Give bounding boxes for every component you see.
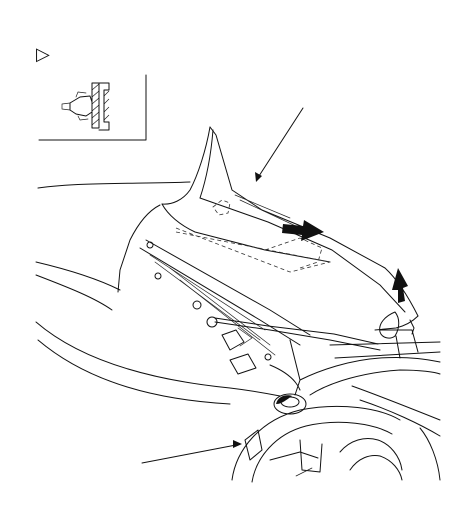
reference-marker-symbol: ▷	[36, 44, 50, 65]
clip-detail-inset	[38, 74, 147, 141]
cowl-top-cover	[161, 126, 419, 339]
windshield-outline	[35, 181, 281, 405]
mount-bolt	[273, 393, 307, 415]
panel-hatching	[91, 83, 110, 126]
steering-wheel	[231, 405, 441, 483]
removal-arrow-vertical	[392, 268, 408, 303]
fender-and-strut-area	[299, 329, 441, 437]
wiper-linkage-area	[117, 204, 381, 396]
removal-arrow-horizontal	[282, 220, 324, 241]
leader-line-cowl	[255, 107, 304, 182]
leader-line-panel	[141, 440, 242, 464]
